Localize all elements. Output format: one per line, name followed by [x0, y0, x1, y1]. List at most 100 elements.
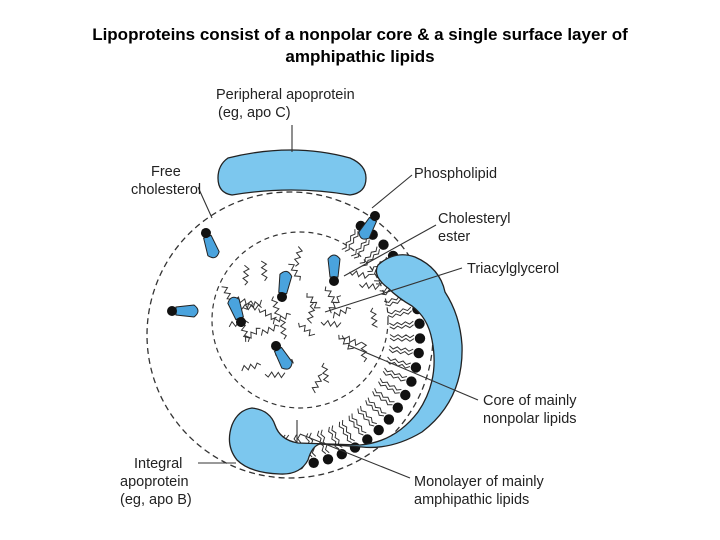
phospholipid-tail: [353, 239, 370, 259]
triacylglycerol-chain: [241, 362, 262, 372]
peripheral-label-2: (eg, apo C): [218, 105, 291, 121]
phospholipid-head: [400, 389, 411, 401]
phospholipid-label: Phospholipid: [414, 166, 497, 182]
phospholipid-tail: [387, 310, 412, 318]
phospholipid-tail: [344, 231, 359, 252]
phospholipid-head: [322, 454, 334, 465]
phospholipid-tail: [362, 249, 380, 267]
phospholipid-head: [362, 434, 373, 445]
phospholipid-tail: [388, 349, 413, 356]
integral-label-2: apoprotein: [120, 474, 189, 490]
triacylglycerol-chain: [271, 296, 281, 316]
cholesteryl-ester-label-2: ester: [438, 229, 470, 245]
triacylglycerol-chain: [306, 292, 321, 309]
triacylglycerol-chain: [349, 270, 370, 280]
triacylglycerol-chain: [360, 341, 368, 363]
triacylglycerol-chain: [321, 362, 330, 383]
phospholipid-tail: [374, 388, 395, 403]
triacylglycerol-chain: [293, 246, 304, 267]
phospholipid-tail: [351, 413, 367, 434]
free-cholesterol: [358, 211, 380, 240]
triacylglycerol-chain: [264, 371, 286, 379]
phospholipid-head: [410, 362, 422, 373]
phospholipid-head: [414, 318, 425, 329]
triacylglycerol-chain: [244, 327, 261, 342]
triacylglycerol-chain: [242, 264, 250, 286]
phospholipid-tail: [338, 421, 352, 444]
cholesteryl-ester: [277, 270, 293, 302]
cholesteryl-ester: [271, 341, 293, 370]
phospholipid-tail: [384, 367, 408, 379]
phospholipid-tail: [348, 415, 364, 436]
phospholipid-tail: [389, 324, 414, 330]
phospholipid-head: [413, 347, 424, 359]
triacylglycerol-chain: [298, 322, 316, 337]
phospholipid-tail: [365, 400, 385, 417]
triacylglycerol-chain: [324, 286, 338, 304]
triacylglycerol-chain: [279, 319, 288, 340]
integral-label-3: (eg, apo B): [120, 492, 192, 508]
title-line-2: amphipathic lipids: [285, 47, 435, 66]
core-label-1: Core of mainly: [483, 393, 577, 409]
phospholipid-tail: [389, 320, 414, 327]
cholesteryl-ester-molecules: [227, 254, 341, 370]
phospholipid-tail: [357, 408, 375, 427]
triacylglycerol-chain: [370, 307, 378, 328]
phospholipid-head: [406, 376, 417, 387]
phospholipid-tail: [360, 405, 377, 425]
leader-lines: [197, 125, 479, 479]
phospholipid-head: [308, 457, 319, 468]
triacylglycerol-chain: [338, 334, 354, 350]
phospholipid-tail: [389, 337, 415, 342]
triacylglycerol-chain: [239, 323, 251, 343]
phospholipid-tail: [372, 391, 393, 406]
triacylglycerol-chain: [311, 373, 323, 394]
phospholipid-head: [383, 414, 395, 425]
free-cholesterol: [201, 228, 220, 259]
phospholipid-tail: [341, 229, 356, 250]
triacylglycerol-chain: [242, 299, 262, 310]
phospholipid-tail: [328, 426, 340, 450]
monolayer-label-1: Monolayer of mainly: [414, 474, 544, 490]
triacylglycerol-chain: [233, 296, 254, 306]
phospholipid-head: [378, 239, 389, 250]
free-cholesterol-molecules: [167, 211, 380, 318]
triacylglycerol-chain: [320, 319, 342, 329]
triacylglycerol-chain: [359, 281, 380, 291]
triacylglycerol-chain: [288, 263, 301, 281]
triacylglycerol-chain: [341, 335, 362, 347]
cholesteryl-ester-label-1: Cholesteryl: [438, 211, 511, 227]
phospholipid-tail: [367, 397, 387, 414]
phospholipid-tail: [316, 430, 327, 455]
phospholipid-tail: [359, 246, 378, 264]
core-lipids: [221, 246, 380, 394]
triacylglycerol-chain: [332, 306, 351, 319]
phospholipid-tail: [341, 419, 355, 442]
phospholipid-tail: [379, 378, 402, 391]
phospholipid-tail: [320, 429, 330, 454]
phospholipid-tail: [389, 334, 415, 339]
core-boundary: [211, 231, 389, 409]
phospholipid-tail: [389, 345, 414, 352]
phospholipid-head: [392, 402, 403, 413]
phospholipid-tail: [387, 306, 412, 315]
phospholipid-tail: [387, 356, 411, 366]
free-cholesterol: [167, 304, 199, 318]
free-cholesterol-label-2: cholesterol: [131, 182, 201, 198]
triacylglycerol-chain: [258, 308, 277, 321]
phospholipid-head: [414, 333, 426, 344]
phospholipid-head: [373, 424, 384, 436]
cholesteryl-ester: [327, 254, 341, 286]
free-cholesterol-label-1: Free: [151, 164, 181, 180]
triacylglycerol-label: Triacylglycerol: [467, 261, 559, 277]
phospholipid-tail: [378, 381, 400, 394]
peripheral-label-1: Peripheral apoprotein: [216, 87, 355, 103]
phospholipid-tail: [382, 371, 406, 382]
cholesteryl-ester: [227, 296, 246, 327]
title-line-1: Lipoproteins consist of a nonpolar core …: [92, 25, 628, 44]
slide-title: Lipoproteins consist of a nonpolar core …: [0, 24, 720, 68]
triacylglycerol-chain: [260, 260, 268, 282]
integral-apoprotein: [228, 254, 463, 475]
core-label-2: nonpolar lipids: [483, 411, 577, 427]
